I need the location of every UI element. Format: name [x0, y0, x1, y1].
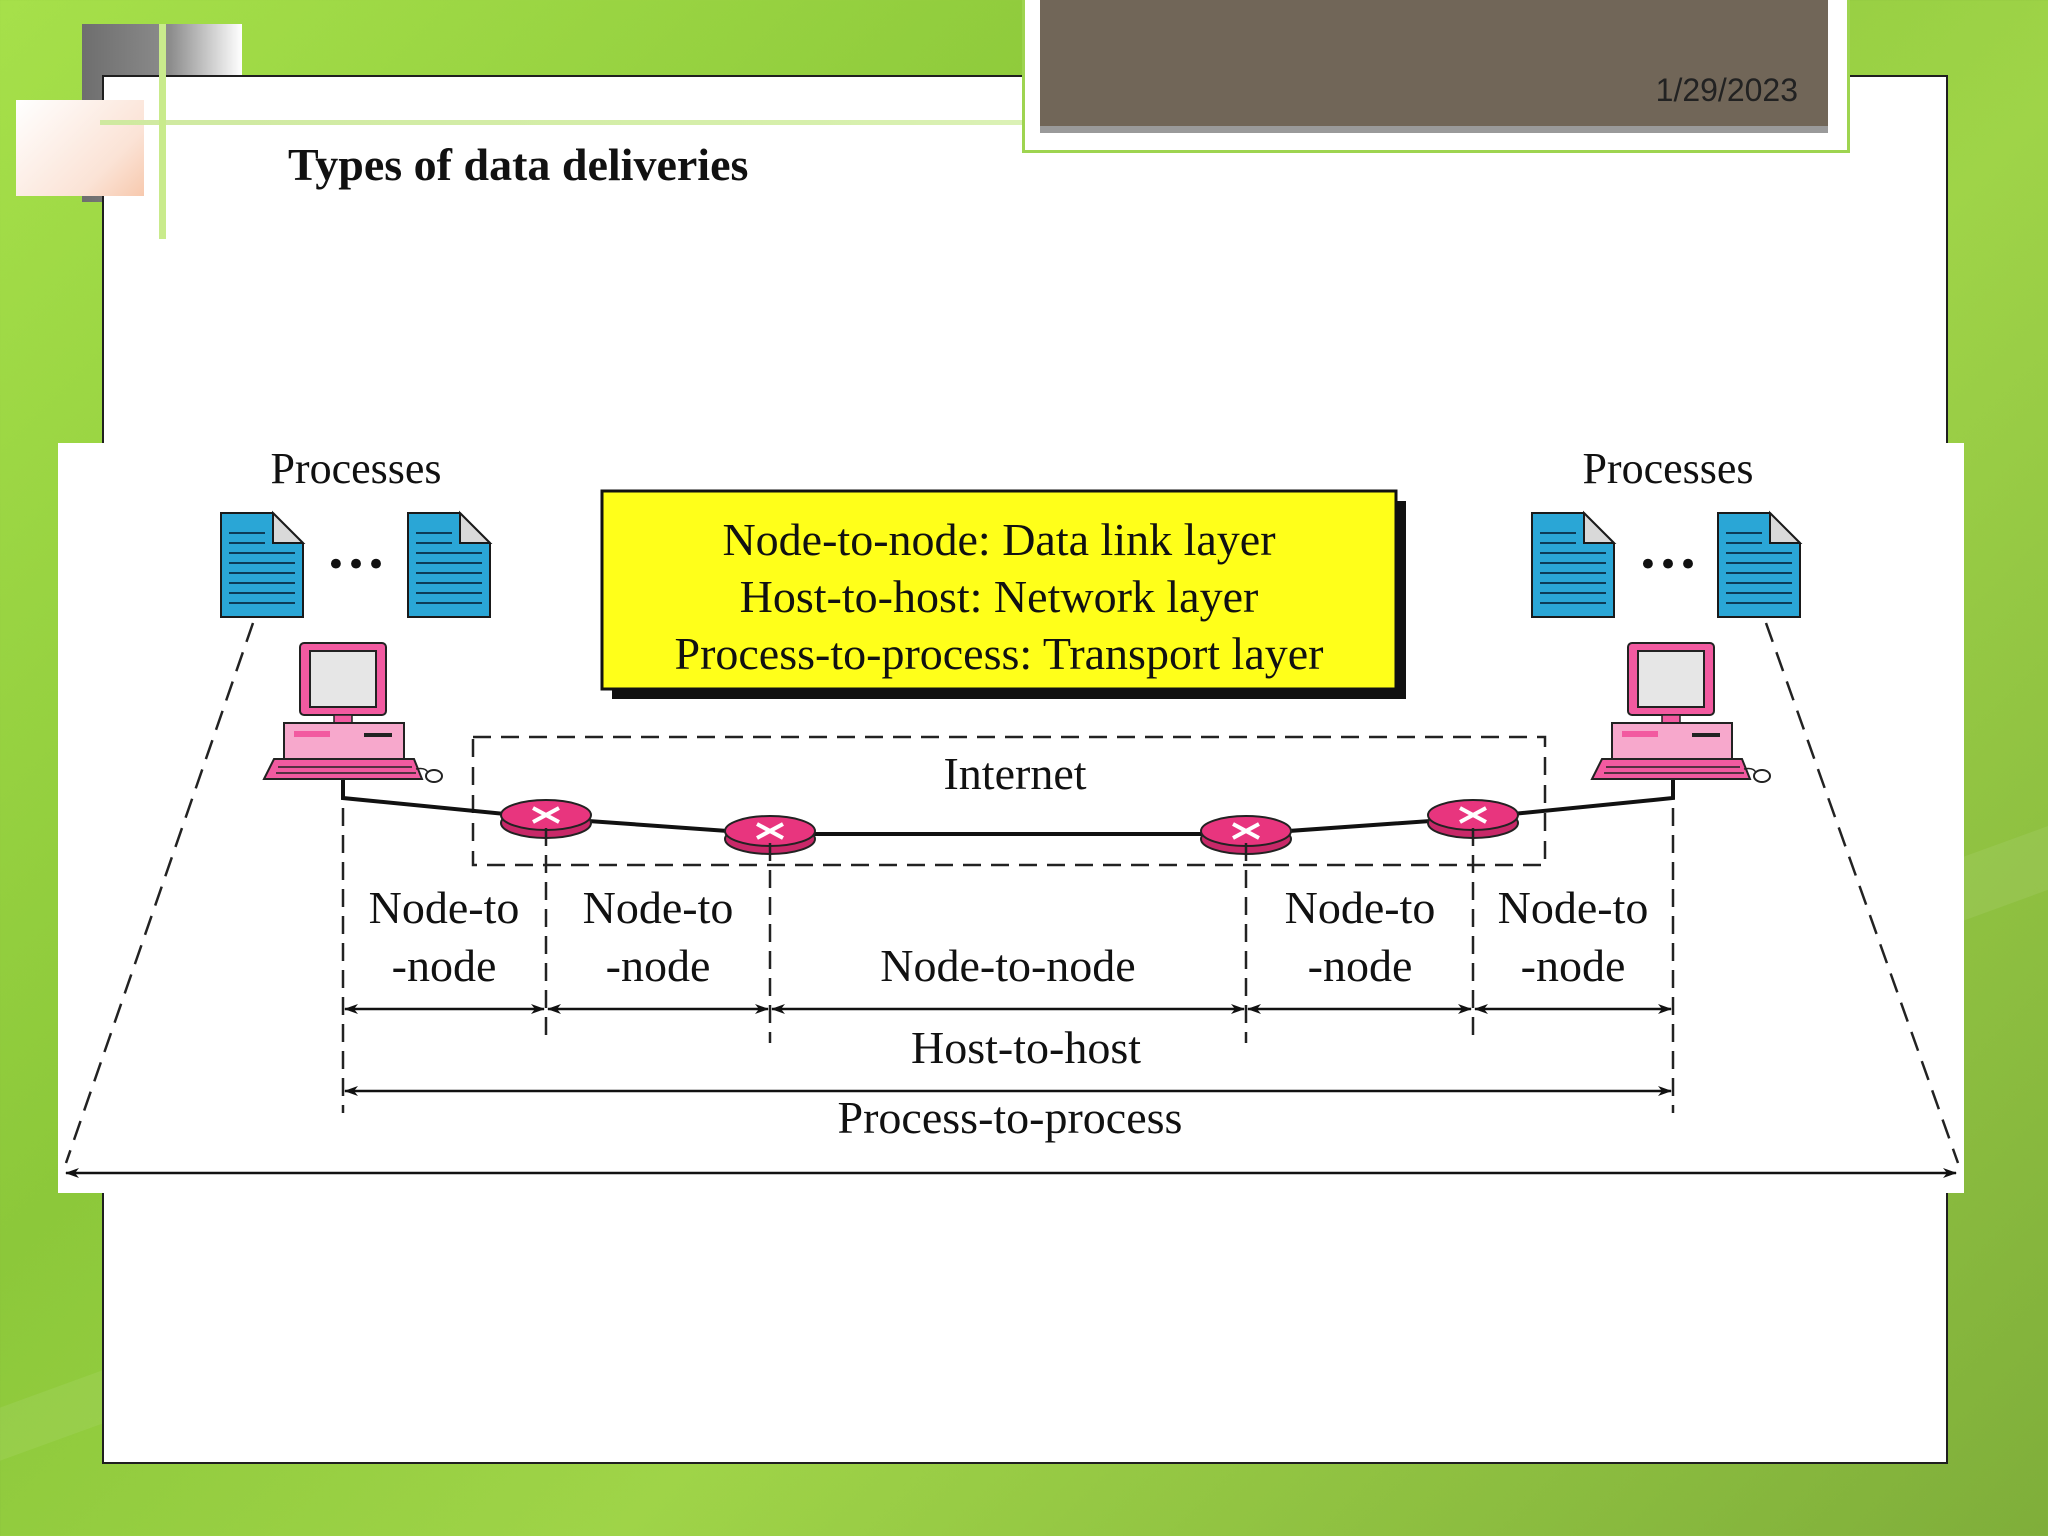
process-to-process-label: Process-to-process [838, 1092, 1183, 1143]
document-icon [220, 512, 304, 618]
decor-vertical-line [159, 24, 166, 239]
segment-5-line2: -node [1521, 940, 1626, 991]
segment-4-line2: -node [1308, 940, 1413, 991]
processes-label-right: Processes [1582, 444, 1753, 493]
host-to-host-label: Host-to-host [911, 1022, 1141, 1073]
segment-2-line2: -node [606, 940, 711, 991]
segment-1-line2: -node [392, 940, 497, 991]
segment-separators [341, 808, 1675, 1113]
internet-label: Internet [943, 748, 1086, 799]
processes-ellipsis-right: ••• [1638, 545, 1698, 585]
internet-boundary [471, 735, 1547, 867]
document-icon [1531, 512, 1615, 618]
computer-icon-left [263, 642, 443, 783]
legend-line-transport: Process-to-process: Transport layer [674, 628, 1323, 679]
header-dark-bar [1040, 0, 1828, 126]
network-links [341, 780, 1675, 836]
scope-line-left [64, 622, 255, 1164]
header-gray-bar [1040, 126, 1828, 133]
scope-line-right [1764, 622, 1960, 1164]
legend-line-network: Host-to-host: Network layer [740, 571, 1259, 622]
computer-icon-right [1591, 642, 1771, 783]
segment-5-line1: Node-to [1498, 882, 1649, 933]
document-icon [407, 512, 491, 618]
slide-date: 1/29/2023 [1655, 72, 1798, 108]
slide-title: Types of data deliveries [288, 139, 749, 190]
segment-3-label: Node-to-node [880, 940, 1135, 991]
processes-ellipsis-left: ••• [326, 545, 386, 585]
segment-4-line1: Node-to [1285, 882, 1436, 933]
segment-1-line1: Node-to [369, 882, 520, 933]
decor-white-block [16, 100, 144, 196]
document-icon [1717, 512, 1801, 618]
processes-label-left: Processes [270, 444, 441, 493]
data-delivery-diagram: Processes Processes ••• ••• Node-to-node… [64, 444, 1960, 1178]
diagram-panel: Processes Processes ••• ••• Node-to-node… [58, 443, 1964, 1193]
segment-2-line1: Node-to [583, 882, 734, 933]
legend-box [600, 489, 1398, 691]
legend-line-data-link: Node-to-node: Data link layer [722, 514, 1275, 565]
decor-horizontal-line [100, 120, 1850, 125]
